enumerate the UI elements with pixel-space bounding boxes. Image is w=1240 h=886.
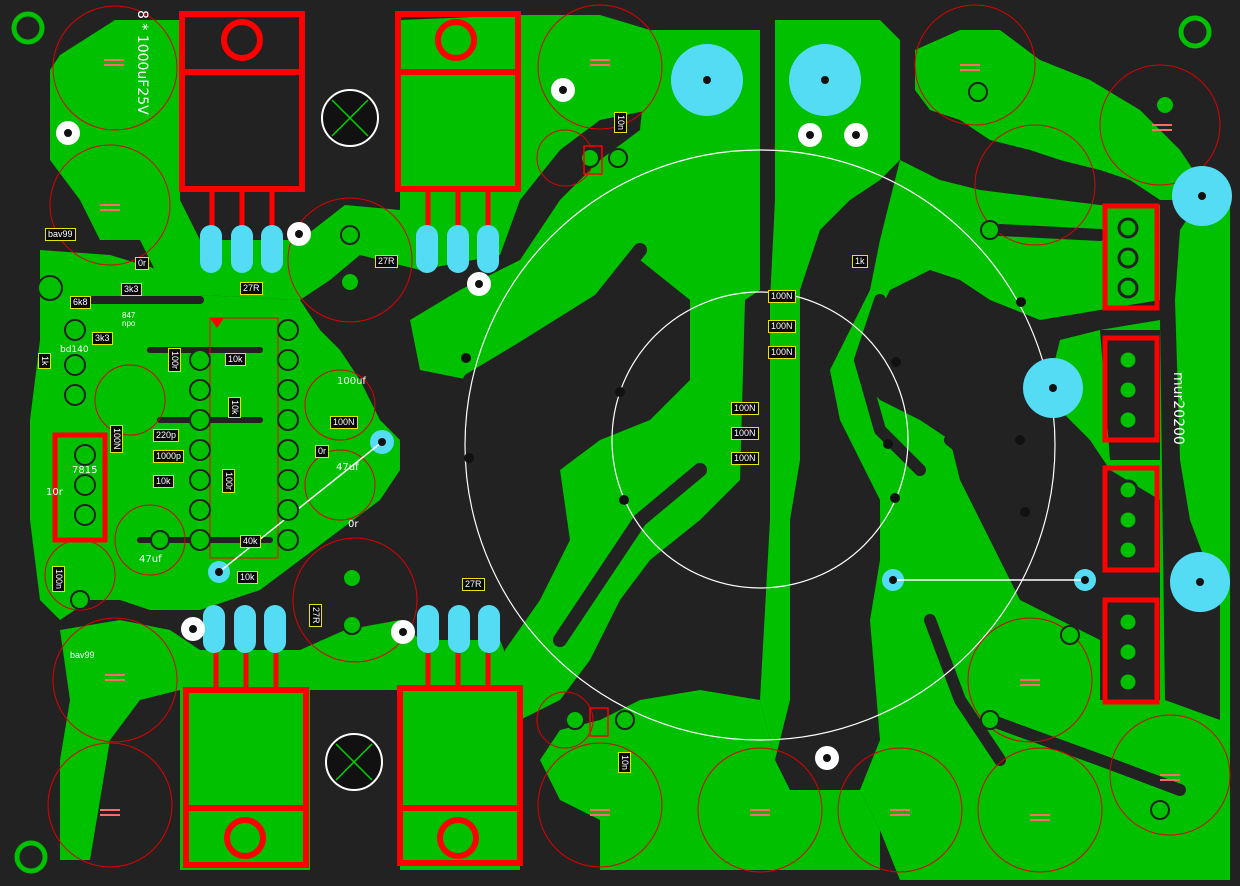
label-10k-b: 10k <box>228 397 241 418</box>
component-pads <box>37 82 1175 820</box>
rectifier-3 <box>1102 465 1160 573</box>
rectifier-4 <box>1102 597 1160 705</box>
blue-pad-centers <box>215 76 1206 586</box>
label-3k3-a: 3k3 <box>121 283 142 296</box>
label-6k8: 6k8 <box>70 296 91 309</box>
toroid-inner-ring <box>611 291 909 589</box>
label-100n-center-5: 100N <box>731 427 759 440</box>
small-diodes <box>583 145 609 737</box>
copper-pour-top-left <box>50 15 650 300</box>
label-47uf-a: 47uf <box>336 462 359 473</box>
copper-pour-left-signal <box>30 250 400 620</box>
label-10k-c: 10k <box>153 475 174 488</box>
mounting-holes <box>11 11 1215 874</box>
label-bav99-top: bav99 <box>45 228 76 241</box>
label-100n-center-4: 100N <box>731 402 759 415</box>
label-100n-mid: 100N <box>330 416 358 429</box>
label-7815: 7815 <box>72 465 98 476</box>
label-100r-a: 100r <box>168 348 181 373</box>
toroid-outline <box>464 149 1056 741</box>
isolation-gaps <box>76 224 1186 796</box>
label-27r-a: 27R <box>240 282 263 295</box>
label-100n-left-b: 100n <box>52 566 65 593</box>
ic-footprint <box>209 317 279 559</box>
blue-small-pads <box>208 430 1096 591</box>
label-0r-a: 0r <box>135 257 150 270</box>
oblong-pads <box>200 225 500 653</box>
label-10n-bottom: 10n <box>618 752 631 774</box>
label-100n-center-2: 100N <box>768 320 796 333</box>
mounting-hole-top-right <box>1178 15 1212 49</box>
label-10k-d: 10k <box>237 571 258 584</box>
label-100n-center-6: 100N <box>731 452 759 465</box>
cap-markers <box>100 59 1180 821</box>
label-0r-b: 0r <box>315 445 330 458</box>
label-220p: 220p <box>153 429 180 442</box>
label-100n-center-1: 100N <box>768 290 796 303</box>
regulator-7815 <box>52 432 108 543</box>
label-47uf-b: 47uf <box>139 554 162 565</box>
mounting-hole-bottom-right <box>1181 840 1215 874</box>
label-27r-c: 27R <box>309 604 322 627</box>
vias <box>461 297 1030 517</box>
copper-pour-top-right <box>915 30 1200 200</box>
rectifier-2 <box>1102 335 1160 443</box>
label-1000p: 1000p <box>153 450 185 463</box>
transistor-top-right <box>395 11 521 192</box>
toroid-outer-ring <box>464 149 1056 741</box>
label-bd140: bd140 <box>60 345 89 355</box>
thermal-markers <box>321 89 383 791</box>
rectifier-pads <box>1117 217 1139 693</box>
label-10n-top: 10n <box>614 112 627 134</box>
label-10k-a: 10k <box>225 353 246 366</box>
label-847-npo: 847 npo <box>122 311 136 328</box>
silk-rectifier-label: mur20200 <box>1170 372 1186 445</box>
rectifier-1 <box>1102 203 1160 311</box>
copper-pour-center-left <box>410 30 760 720</box>
label-100n-left-a: 100N <box>110 425 123 453</box>
jumper-wires <box>218 441 1085 581</box>
transistor-top-left <box>179 11 305 192</box>
white-hole-centers <box>64 86 860 762</box>
capacitor-outlines <box>44 4 1231 873</box>
mounting-hole-bottom-left <box>14 840 48 874</box>
label-100r-b: 100r <box>222 469 235 494</box>
label-100uf: 100uf <box>337 376 366 387</box>
ic-pin1-marker <box>210 318 224 328</box>
label-3k3-b: 3k3 <box>92 332 113 345</box>
mounting-hole-top-left <box>11 11 45 45</box>
label-27r-b: 27R <box>375 255 398 268</box>
label-0r-c: 0r <box>348 519 359 530</box>
label-10r: 10r <box>46 487 63 498</box>
label-27r-d: 27R <box>462 578 485 591</box>
transistor-legs <box>209 190 491 690</box>
label-bav99-bottom: bav99 <box>70 650 95 660</box>
rectifier-diodes <box>1102 203 1160 705</box>
silk-cap-note: 8 * 1000uF25V <box>134 10 150 115</box>
label-1k-right: 1k <box>852 255 868 268</box>
copper-pour-center-right <box>760 20 900 760</box>
copper-pour-bottom-center <box>540 690 880 870</box>
label-1k-left: 1k <box>38 353 51 369</box>
label-100n-center-3: 100N <box>768 346 796 359</box>
label-40k: 40k <box>240 535 261 548</box>
